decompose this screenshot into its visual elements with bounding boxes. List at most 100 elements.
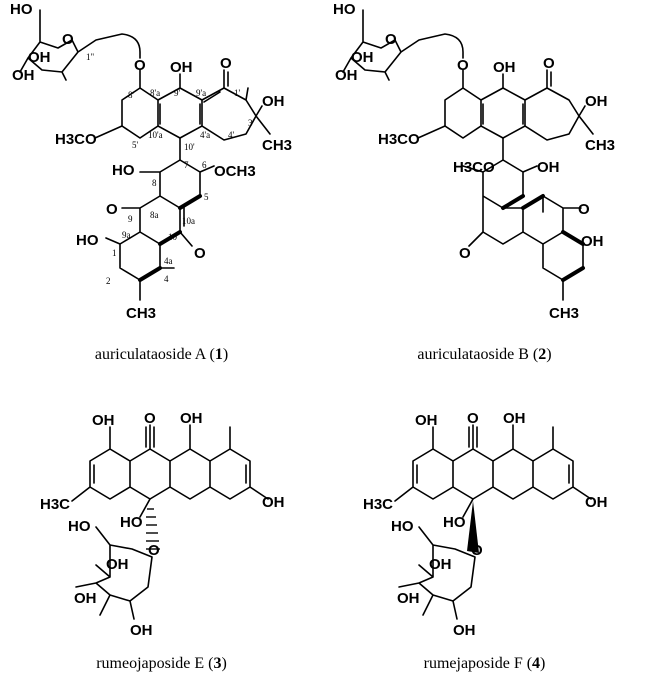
atom-label: CH3 bbox=[126, 305, 156, 322]
locant-label: 4' bbox=[228, 130, 235, 140]
atom-label: O bbox=[459, 245, 471, 262]
compound-2-panel: HO O OH OH O OH O H3CO OH CH3 H3CO OH O … bbox=[323, 0, 646, 375]
compound-number: 3 bbox=[213, 655, 222, 672]
atom-label: OH bbox=[74, 590, 97, 607]
locant-label: 8' bbox=[128, 90, 135, 100]
locant-label: 5 bbox=[204, 192, 209, 202]
atom-label: OH bbox=[493, 59, 516, 76]
locant-label: 9a bbox=[122, 230, 131, 240]
atom-label: OH bbox=[28, 49, 51, 66]
atom-label: OH bbox=[351, 49, 374, 66]
atom-label: HO bbox=[120, 514, 143, 531]
atom-label: HO bbox=[10, 1, 33, 18]
atom-label: O bbox=[385, 31, 397, 48]
atom-label: O bbox=[543, 55, 555, 72]
atom-label: O bbox=[62, 31, 74, 48]
atom-label: OH bbox=[262, 494, 285, 511]
locant-label: 2 bbox=[106, 276, 111, 286]
hashed-bond bbox=[146, 508, 160, 550]
compound-name: auriculataoside A bbox=[94, 346, 206, 363]
atom-label: OH bbox=[585, 494, 608, 511]
atom-label: OH bbox=[130, 622, 153, 639]
atom-label: O bbox=[578, 201, 590, 218]
locant-label: 4 bbox=[164, 274, 169, 284]
compound-4-panel: OH O OH H3C OH HO HO O OH OH OH rumejapo… bbox=[323, 405, 646, 680]
compound-name: rumeojaposide E bbox=[96, 655, 205, 672]
atom-label: OH bbox=[503, 410, 526, 427]
atom-label: HO bbox=[391, 518, 414, 535]
atom-label: OH bbox=[415, 412, 438, 429]
atom-label: OH bbox=[170, 59, 193, 76]
atom-label: OCH3 bbox=[214, 163, 256, 180]
locant-label: 3' bbox=[248, 118, 255, 128]
atom-label: OH bbox=[585, 93, 608, 110]
locant-label: 8 bbox=[152, 178, 157, 188]
atom-label: CH3 bbox=[585, 137, 615, 154]
compound-name: rumejaposide F bbox=[423, 655, 523, 672]
atom-label: O bbox=[144, 410, 156, 427]
atom-label: OH bbox=[429, 556, 452, 573]
atom-label: HO bbox=[333, 1, 356, 18]
locant-label: 9' bbox=[174, 88, 181, 98]
atom-label: HO bbox=[68, 518, 91, 535]
atom-label: H3C bbox=[40, 496, 70, 513]
locant-label: 4a bbox=[164, 256, 173, 266]
locant-label: 10'a bbox=[148, 130, 163, 140]
locant-label: 9'a bbox=[196, 88, 206, 98]
compound-number: 1 bbox=[214, 346, 223, 363]
locant-label: 6 bbox=[202, 160, 207, 170]
locant-label: 5' bbox=[132, 140, 139, 150]
atom-label: OH bbox=[397, 590, 420, 607]
compound-1-caption: auriculataoside A (1) bbox=[94, 346, 229, 363]
atom-label: O bbox=[467, 410, 479, 427]
atom-label: HO bbox=[443, 514, 466, 531]
atom-label: O bbox=[194, 245, 206, 262]
locant-label: 9 bbox=[128, 214, 133, 224]
atom-label: H3C bbox=[363, 496, 393, 513]
compound-3-caption: rumeojaposide E (3) bbox=[96, 655, 227, 672]
compound-number: 2 bbox=[538, 346, 547, 363]
atom-label: OH bbox=[92, 412, 115, 429]
locant-label: 1" bbox=[86, 52, 95, 62]
atom-label: CH3 bbox=[262, 137, 292, 154]
locant-label: 10' bbox=[184, 142, 195, 152]
locant-label: 1 bbox=[112, 248, 117, 258]
atom-label: OH bbox=[180, 410, 203, 427]
compound-3-structure: OH O OH H3C OH HO HO O OH OH OH bbox=[40, 410, 285, 639]
locant-label: 7 bbox=[184, 160, 189, 170]
locant-label: 1' bbox=[234, 88, 241, 98]
atom-label: O bbox=[134, 57, 146, 74]
compound-2-caption: auriculataoside B (2) bbox=[417, 346, 552, 363]
compound-4-structure: OH O OH H3C OH HO HO O OH OH OH bbox=[363, 410, 608, 639]
atom-label: O bbox=[457, 57, 469, 74]
atom-label: OH bbox=[12, 67, 35, 84]
atom-label: O bbox=[106, 201, 118, 218]
compound-1-structure: HO O OH OH 1" O OH O 8' 8'a 9' 9'a 1' H3… bbox=[10, 1, 292, 322]
atom-label: H3CO bbox=[55, 131, 97, 148]
compound-name: auriculataoside B bbox=[417, 346, 529, 363]
atom-label: O bbox=[148, 542, 160, 559]
locant-label: 10a bbox=[182, 216, 195, 226]
compound-number: 4 bbox=[532, 655, 541, 672]
atom-label: H3CO bbox=[453, 159, 495, 176]
atom-label: O bbox=[220, 55, 232, 72]
atom-label: HO bbox=[112, 162, 135, 179]
compound-4-caption: rumejaposide F (4) bbox=[423, 655, 546, 672]
atom-label: OH bbox=[581, 233, 604, 250]
compound-2-structure: HO O OH OH O OH O H3CO OH CH3 H3CO OH O … bbox=[333, 1, 615, 322]
locant-label: 4'a bbox=[200, 130, 210, 140]
locant-label: 10 bbox=[168, 232, 178, 242]
atom-label: HO bbox=[76, 232, 99, 249]
atom-label: OH bbox=[106, 556, 129, 573]
locant-label: 8a bbox=[150, 210, 159, 220]
atom-label: OH bbox=[335, 67, 358, 84]
atom-label: OH bbox=[262, 93, 285, 110]
compound-3-panel: OH O OH H3C OH HO HO O OH OH OH rumeojap… bbox=[0, 405, 323, 680]
locant-label: 8'a bbox=[150, 88, 160, 98]
compound-1-panel: HO O OH OH 1" O OH O 8' 8'a 9' 9'a 1' H3… bbox=[0, 0, 323, 375]
atom-label: CH3 bbox=[549, 305, 579, 322]
atom-label: OH bbox=[453, 622, 476, 639]
atom-label: O bbox=[471, 542, 483, 559]
atom-label: OH bbox=[537, 159, 560, 176]
wedge-bond bbox=[467, 501, 479, 553]
